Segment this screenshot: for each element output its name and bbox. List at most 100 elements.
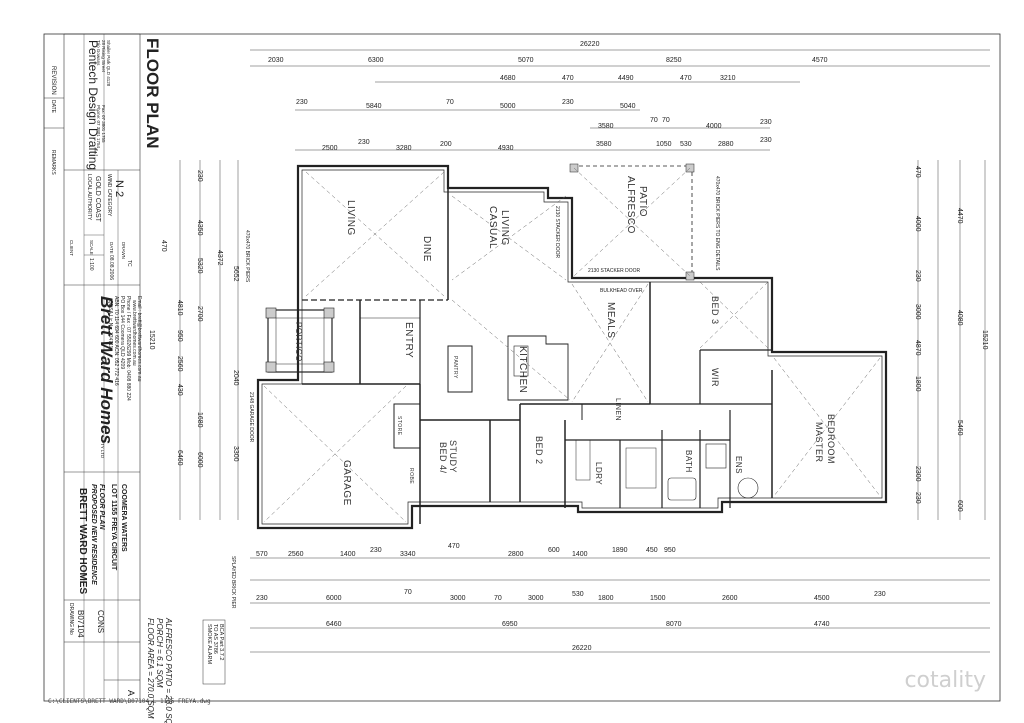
dim-top-r3-1: 5840 [366, 103, 382, 110]
dim-left-r1-0: 470 [160, 240, 167, 252]
dim-left-r3-3: 3300 [232, 446, 239, 462]
room-bed4-1: BED 4/ [438, 442, 448, 474]
note-bulkhead: BULKHEAD OVER [600, 288, 643, 294]
company-web: www.brettwardhomes.com.au [131, 300, 137, 366]
dim-right-r2-0: 4470 [956, 208, 963, 224]
dim-bot-r1-1: 2560 [288, 551, 304, 558]
dim-bot-r2-1: 6000 [326, 595, 342, 602]
plan-notes: 2148 GARAGE DOOR 2130 STACKER DOOR 2130 … [230, 176, 720, 609]
project-lot: LOT 1155 FREYA CIRCUIT [110, 484, 117, 571]
dims-left: 470 4810 950 2560 430 6460 230 4350 5320… [148, 170, 239, 468]
dim-bot-r1-0: 570 [256, 551, 268, 558]
dim-top-r5-2: 3280 [396, 145, 412, 152]
drafter-phone: Phone: 07 3801 1754 [96, 105, 101, 149]
dim-bot-r1-6: 2800 [508, 551, 524, 558]
drawing-no-value: B07104 [76, 610, 85, 638]
dim-left-r2-3: 2700 [196, 306, 203, 322]
dim-left-r2-1: 4350 [196, 220, 203, 236]
dim-left-r1-4: 430 [176, 384, 183, 396]
dim-right-r1-5: 1800 [914, 376, 921, 392]
dim-bot-r2-5: 3000 [528, 595, 544, 602]
dimension-lines [179, 49, 990, 653]
room-portico: PORTICO [294, 322, 303, 362]
dim-top-r3-0: 230 [296, 99, 308, 106]
dim-bot-r1-10: 450 [646, 547, 658, 554]
drawing-no-label: DRAWING No [68, 603, 74, 635]
dim-top-r2-3: 470 [680, 75, 692, 82]
room-casual-living-1: CASUAL [487, 206, 498, 249]
note-garage-door: 2148 GARAGE DOOR [248, 392, 254, 443]
dim-top-r4-4: 230 [760, 119, 772, 126]
dim-left-total: 15210 [148, 330, 155, 350]
dim-right-r2-1: 4080 [956, 310, 963, 326]
dim-bot-r2-10: 4500 [814, 595, 830, 602]
note-brick-piers: 470x470 BRICK PIERS [244, 230, 250, 283]
company-abn: ABN: 70 114 694 600 ACN: 052 772 416 [113, 296, 119, 386]
dim-left-r1-5: 6460 [176, 450, 183, 466]
dim-bot-r1-9: 1890 [612, 547, 628, 554]
dims-bottom: 570 2560 1400 230 3340 470 2800 600 1400… [256, 543, 886, 652]
dim-bot-r2-11: 230 [874, 591, 886, 598]
dim-bot-r3-2: 8070 [666, 621, 682, 628]
date-label: DATE [109, 242, 114, 254]
dim-left-r3-0: 5652 [232, 266, 239, 282]
dim-bot-total: 26220 [572, 645, 592, 652]
dim-top-r5-1: 230 [358, 139, 370, 146]
wind-category-value: N 2 [113, 180, 125, 197]
company-name: Brett Ward Homes [97, 296, 116, 444]
note-splayed-pier: SPLAYED BRICK PIER [230, 556, 236, 609]
room-robe: ROBE [408, 468, 414, 484]
dim-left-r2-0: 230 [196, 170, 203, 182]
drawing-stage: CONS [96, 610, 105, 633]
dim-bot-r1-2: 1400 [340, 551, 356, 558]
room-entry: ENTRY [403, 322, 414, 358]
sheet-title: FLOOR PLAN [143, 38, 162, 149]
porch-area: PORCH = 6.1 SQM [155, 618, 164, 688]
room-bath: BATH [684, 450, 693, 473]
company-email: Email : brett@brettwardhomes.com.au [136, 296, 142, 382]
dim-left-r3-2: 2040 [232, 370, 239, 386]
dim-left-r3-1: 4372 [216, 250, 223, 266]
room-alfresco-2: PATIO [637, 186, 648, 217]
smoke-alarm-box [202, 619, 226, 685]
room-living: LIVING [345, 200, 356, 236]
dim-top-r2-2: 4490 [618, 75, 634, 82]
room-garage: GARAGE [341, 460, 352, 506]
drafter-fax: Fax: 07 3801 1755 [101, 105, 106, 143]
client-label: CLIENT [69, 240, 74, 256]
dims-right: 470 4000 230 3000 4870 1800 2300 230 447… [914, 166, 988, 512]
dim-top-r5-7: 530 [680, 141, 692, 148]
sheet-letter: A [126, 690, 136, 696]
local-authority-label: LOCAL AUTHORITY [86, 174, 92, 221]
dim-top-r5-5: 3580 [596, 141, 612, 148]
dim-bot-r1-3: 230 [370, 547, 382, 554]
dim-left-r1-3: 2560 [176, 356, 183, 372]
dim-right-r2-2: 5460 [956, 420, 963, 436]
drawn-value: TC [126, 260, 132, 267]
scale-label: SCALE [89, 240, 94, 255]
dim-bot-r2-0: 230 [256, 595, 268, 602]
ceiling-diagonals [263, 167, 881, 523]
company-suffix: PTY LTD [100, 440, 105, 459]
dim-bot-r2-3: 3000 [450, 595, 466, 602]
dim-top-r5-6: 1050 [656, 141, 672, 148]
dim-top-r5-9: 230 [760, 137, 772, 144]
client-name: BRETT WARD HOMES [77, 488, 88, 594]
dim-top-r5-0: 2500 [322, 145, 338, 152]
room-pantry: PANTRY [452, 356, 458, 379]
dim-top-r3-4: 230 [562, 99, 574, 106]
company-address: PO Box 144 Coomera QLD 4209 [119, 296, 125, 369]
company-qbsa: QBSA Lic No. 724711 [107, 300, 113, 348]
dim-top-total: 26220 [580, 41, 600, 48]
project-line2: FLOOR PLAN [98, 484, 105, 530]
dim-top-r5-3: 200 [440, 141, 452, 148]
dim-top-r5-4: 4930 [498, 145, 514, 152]
company-phone: Phone / Fax : 07 55026299 Mob: 0408 880 … [125, 296, 131, 401]
room-bed2: BED 2 [534, 436, 544, 465]
remarks-label: REMARKS [50, 150, 56, 175]
drawn-label: DRAWN [121, 242, 126, 259]
dim-top-r2-4: 3210 [720, 75, 736, 82]
drafter-line2: 28 Rising Street [101, 40, 106, 73]
